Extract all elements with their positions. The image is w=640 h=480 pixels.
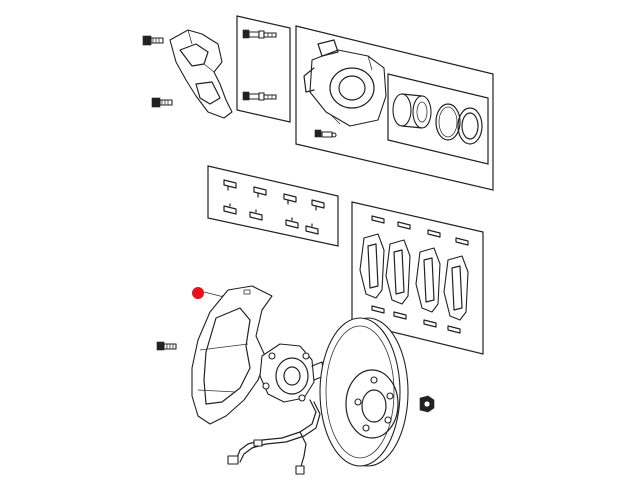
brake-pad-inner [359, 233, 411, 305]
caliper-bolt-upper[interactable] [142, 35, 164, 46]
brake-pad-clips-bottom [371, 305, 461, 334]
brake-dust-shield[interactable] [191, 285, 273, 425]
caliper-housing[interactable] [303, 39, 387, 127]
wheel-speed-sensor-wire[interactable] [227, 399, 321, 475]
hub-bearing[interactable] [259, 343, 325, 403]
caliper-mounting-bracket[interactable] [169, 29, 233, 119]
dust-boot [457, 107, 483, 145]
shield-bolt[interactable] [156, 341, 177, 351]
brake-rotor[interactable] [319, 317, 409, 467]
brake-pad-outer [415, 247, 469, 321]
caliper-piston [392, 93, 432, 129]
guide-pin-lower [242, 91, 277, 101]
pad-clip [223, 179, 325, 235]
guide-pin-kit[interactable] [236, 15, 291, 123]
brake-pad-set[interactable] [351, 201, 484, 355]
callout-dot [192, 287, 204, 299]
piston-seal [435, 103, 461, 141]
piston-seal-kit[interactable] [387, 73, 489, 165]
bleeder-screw[interactable] [314, 129, 337, 138]
caliper-bolt-lower[interactable] [151, 97, 173, 108]
lug-nut[interactable] [419, 395, 435, 413]
pad-clip-kit[interactable] [207, 165, 339, 247]
guide-pin-upper [242, 29, 277, 39]
brake-pad-clips-top [371, 215, 469, 246]
